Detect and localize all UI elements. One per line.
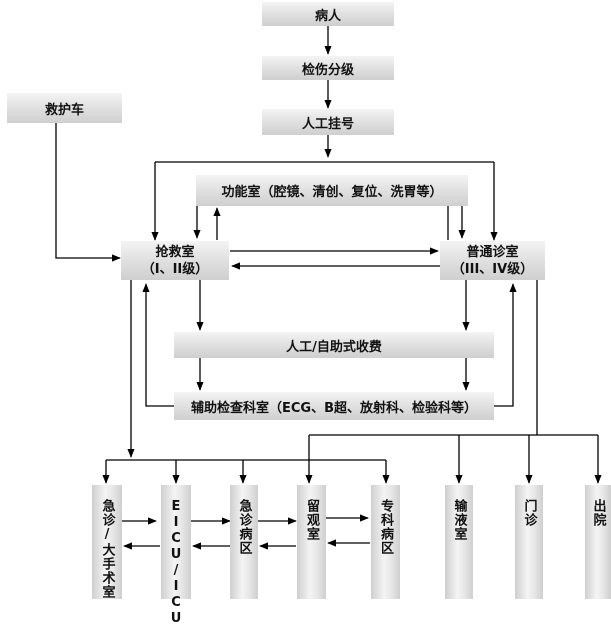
general-clinic-title: 普通诊室	[466, 244, 519, 260]
ambulance-box: 救护车	[7, 93, 122, 123]
manual-register-box: 人工挂号	[262, 109, 394, 135]
function-room-box: 功能室（腔镜、清创、复位、洗胃等）	[196, 175, 468, 206]
ward-outpatient: 门诊	[515, 485, 543, 599]
ward-discharge-label: 出院	[590, 499, 606, 527]
ward-infusion: 输液室	[445, 485, 473, 599]
rescue-room-title: 抢救室	[155, 244, 195, 260]
ward-infusion-label: 输液室	[451, 499, 467, 541]
aux-exam-box: 辅助检查科室（ECG、B超、放射科、检验科等）	[174, 392, 494, 420]
ward-outpatient-label: 门诊	[521, 499, 537, 527]
ward-or-label: 急诊/大手术室	[99, 499, 115, 599]
ward-specialty: 专科病区	[371, 485, 400, 599]
arrow-ambulance-rescue	[55, 123, 121, 262]
ward-eicu: EICU/ICU	[161, 485, 191, 627]
arrow-aux-rescue	[142, 283, 174, 407]
rescue-room-level: （I、II级）	[141, 261, 209, 277]
rescue-room-box: 抢救室 （I、II级）	[121, 241, 229, 280]
patient-box: 病人	[262, 2, 394, 26]
connector-lines	[55, 26, 602, 550]
ward-specialty-label: 专科病区	[378, 499, 393, 555]
triage-box: 检伤分级	[262, 56, 394, 80]
ward-emergency: 急诊病区	[230, 485, 258, 599]
ward-eicu-label: EICU/ICU	[168, 499, 184, 627]
ward-or: 急诊/大手术室	[92, 485, 122, 599]
arrow-aux-general	[493, 283, 517, 407]
general-clinic-level: （III、IV级）	[451, 261, 534, 277]
general-clinic-box: 普通诊室 （III、IV级）	[440, 241, 545, 280]
ward-emergency-label: 急诊病区	[236, 499, 252, 555]
payment-box: 人工/自助式收费	[174, 332, 494, 358]
ward-observation: 留观室	[297, 485, 326, 599]
ward-observation-label: 留观室	[304, 499, 319, 541]
ward-discharge: 出院	[585, 485, 611, 599]
